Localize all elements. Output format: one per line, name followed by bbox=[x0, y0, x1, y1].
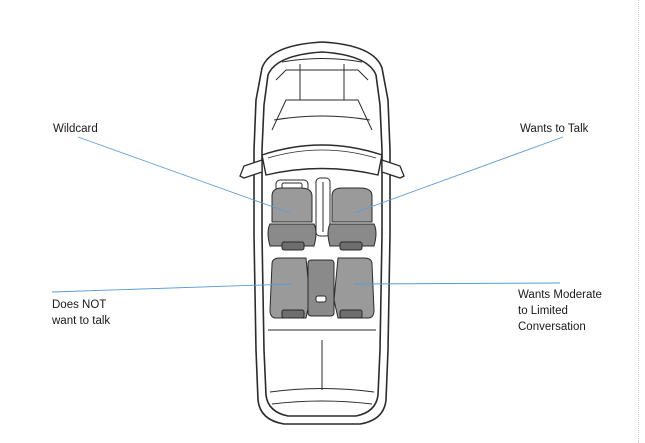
label-does-not-talk-line-1: Does NOT bbox=[52, 299, 107, 311]
front-right-seat bbox=[327, 187, 377, 251]
windshield-inner bbox=[267, 149, 377, 159]
label-wants-moderate-line-3: Conversation bbox=[518, 321, 586, 333]
label-wants-moderate-line-2: to Limited bbox=[518, 305, 568, 317]
label-wildcard: Wildcard bbox=[53, 121, 98, 137]
rear-left-seat bbox=[269, 257, 311, 319]
dashboard bbox=[275, 177, 331, 237]
hood-lines bbox=[271, 58, 373, 131]
label-wants-moderate: Wants Moderate to Limited Conversation bbox=[518, 287, 602, 335]
rear-middle-seat bbox=[307, 259, 335, 317]
label-wants-to-talk: Wants to Talk bbox=[520, 121, 588, 137]
rear-right-seat bbox=[333, 257, 375, 319]
leader-line-wildcard bbox=[77, 136, 291, 214]
label-wants-moderate-line-1: Wants Moderate bbox=[518, 289, 602, 301]
label-wants-to-talk-text: Wants to Talk bbox=[520, 123, 589, 135]
page-edge-divider bbox=[638, 0, 639, 443]
leader-line-wants-to-talk bbox=[353, 136, 564, 214]
leader-line-does-not-talk bbox=[51, 283, 293, 293]
right-mirror bbox=[381, 159, 405, 179]
rear-bench bbox=[269, 257, 375, 319]
front-left-seat bbox=[267, 187, 317, 251]
label-wildcard-text: Wildcard bbox=[53, 123, 98, 135]
left-mirror bbox=[239, 159, 263, 179]
leader-line-wants-moderate bbox=[353, 282, 561, 285]
label-does-not-talk-line-2: want to talk bbox=[52, 315, 111, 327]
cargo-area bbox=[268, 329, 376, 405]
label-does-not-talk: Does NOT want to talk bbox=[52, 297, 110, 329]
leader-lines bbox=[51, 136, 564, 293]
car-inner-shell bbox=[261, 51, 383, 417]
